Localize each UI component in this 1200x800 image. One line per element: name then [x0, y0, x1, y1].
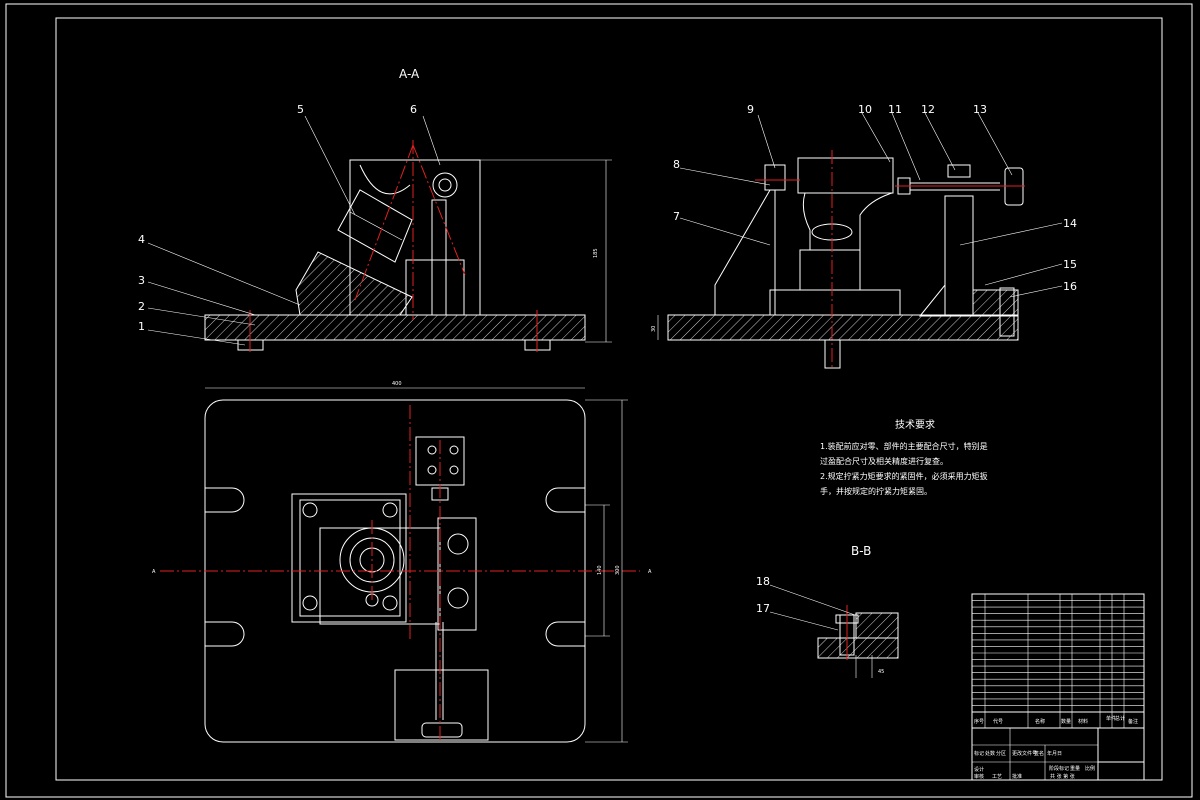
title-review: 审核 — [974, 773, 984, 780]
section-mark-right: A — [648, 569, 652, 575]
part-number-2: 2 — [138, 300, 145, 313]
part-number-12: 12 — [921, 103, 935, 116]
tech-req-title: 技术要求 — [895, 420, 935, 431]
dim-base-right: 30 — [651, 326, 657, 332]
title-header-total: 总计 — [1115, 715, 1125, 722]
part-number-7: 7 — [673, 210, 680, 223]
part-number-14: 14 — [1063, 217, 1077, 230]
sheet-border-outer — [5, 3, 1193, 798]
title-stage: 阶段标记 — [1049, 765, 1069, 772]
tech-req-line-3: 2.规定拧紧力矩要求的紧固件，必须采用力矩扳 — [820, 472, 988, 481]
tech-req-line-1: 1.装配前应对零、部件的主要配合尺寸，特别是 — [820, 442, 988, 451]
title-weight: 重量 — [1070, 765, 1080, 772]
title-header-remark: 备注 — [1128, 718, 1138, 725]
dim-width-top: 400 — [392, 381, 402, 387]
dim-inner-plan: 140 — [597, 565, 603, 575]
title-scale: 比例 — [1085, 765, 1095, 772]
tech-req-line-4: 手，并按规定的拧紧力矩紧固。 — [820, 487, 932, 496]
part-number-9: 9 — [747, 103, 754, 116]
section-aa-label: A-A — [399, 67, 420, 81]
part-number-18: 18 — [756, 575, 770, 588]
title-date: 年月日 — [1047, 750, 1062, 757]
title-mark: 标记 — [974, 750, 984, 757]
plan-view: 400 300 140 A A — [152, 381, 652, 743]
part-number-5: 5 — [297, 103, 304, 116]
title-header-seq: 序号 — [974, 718, 984, 725]
part-number-8: 8 — [673, 158, 680, 171]
part-number-10: 10 — [858, 103, 872, 116]
section-bb-label: B-B — [851, 544, 871, 558]
title-design: 设计 — [974, 766, 984, 773]
part-number-17: 17 — [756, 602, 770, 615]
part-number-16: 16 — [1063, 280, 1077, 293]
title-sheets: 共 张 第 张 — [1050, 773, 1075, 780]
sheet-border-inner — [55, 17, 1163, 781]
title-process: 工艺 — [992, 774, 1002, 780]
title-signature: 签名 — [1034, 750, 1044, 757]
side-view: 30 — [651, 112, 1063, 370]
part-number-3: 3 — [138, 274, 145, 287]
title-header-name: 名称 — [1035, 718, 1045, 725]
tech-req-line-2: 过盈配合尺寸及相关精度进行复查。 — [820, 457, 948, 466]
part-number-4: 4 — [138, 233, 145, 246]
dim-height-left: 185 — [593, 248, 599, 258]
section-aa-view: A-A 185 — [147, 67, 612, 352]
title-count: 处数 — [985, 750, 995, 757]
part-number-1: 1 — [138, 320, 145, 333]
title-change-doc: 更改文件号 — [1012, 750, 1037, 757]
title-header-qty: 数量 — [1061, 718, 1071, 725]
section-mark-left: A — [152, 569, 156, 575]
section-bb-view: B-B 45 — [769, 544, 899, 678]
dim-height-plan: 300 — [615, 565, 621, 575]
title-approve: 批准 — [1012, 773, 1022, 780]
part-number-6: 6 — [410, 103, 417, 116]
title-zone: 分区 — [996, 750, 1006, 757]
dim-width-45: 45 — [878, 669, 884, 675]
part-number-15: 15 — [1063, 258, 1077, 271]
part-number-13: 13 — [973, 103, 987, 116]
title-header-code: 代号 — [993, 718, 1003, 725]
part-number-11: 11 — [888, 103, 902, 116]
title-header-unit: 单件 — [1106, 715, 1116, 722]
title-block — [971, 593, 1145, 781]
title-header-material: 材料 — [1078, 718, 1088, 725]
technical-requirements: 技术要求 1.装配前应对零、部件的主要配合尺寸，特别是 过盈配合尺寸及相关精度进… — [820, 418, 1050, 499]
